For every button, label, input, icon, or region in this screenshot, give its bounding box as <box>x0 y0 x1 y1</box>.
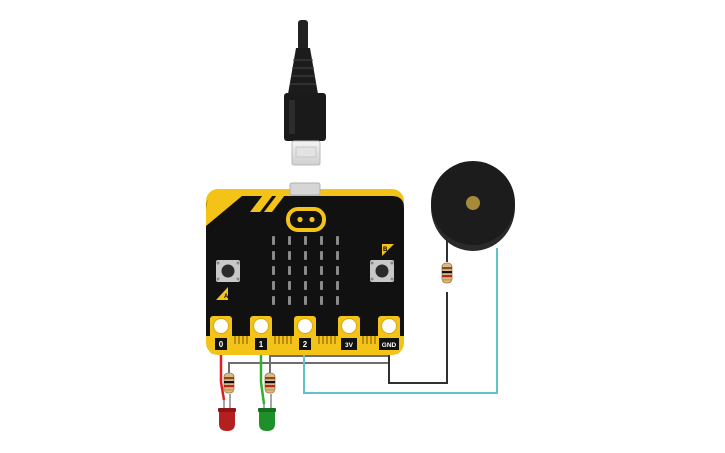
edge-connector-strip <box>278 336 280 344</box>
led-matrix-led <box>320 281 323 290</box>
green-wire <box>259 344 266 405</box>
edge-connector-strip <box>330 336 332 344</box>
pin-1[interactable]: 1 <box>250 316 272 354</box>
edge-connector-strip <box>234 336 236 344</box>
pin-0[interactable]: 0 <box>210 316 232 354</box>
led-matrix-led <box>288 266 291 275</box>
led-matrix-led <box>336 296 339 305</box>
led-matrix-led <box>288 236 291 245</box>
button-a[interactable]: A <box>216 260 240 300</box>
pin-label: 3V <box>345 342 354 349</box>
led-matrix-led <box>288 251 291 260</box>
led-matrix-led <box>336 266 339 275</box>
cyan-wire <box>303 248 498 394</box>
edge-connector-strip <box>326 336 328 344</box>
led-matrix-led <box>304 236 307 245</box>
led-matrix-led <box>320 266 323 275</box>
led-matrix-led <box>272 236 275 245</box>
led-matrix-led <box>288 296 291 305</box>
led-matrix-led <box>320 236 323 245</box>
led-matrix-led <box>272 296 275 305</box>
edge-connector-strip <box>318 336 320 344</box>
pin-label: 0 <box>219 340 224 349</box>
edge-connector-strip <box>322 336 324 344</box>
black-wire <box>388 292 448 384</box>
red-wire <box>219 344 226 401</box>
edge-connector-strip <box>242 336 244 344</box>
edge-connector-strip <box>334 336 336 344</box>
edge-connector-strip <box>238 336 240 344</box>
led-matrix-led <box>304 281 307 290</box>
led-matrix-led <box>304 266 307 275</box>
microbit-board[interactable]: A B 0 1 2 3V GND <box>206 182 404 355</box>
led-matrix-led <box>272 266 275 275</box>
button-b[interactable]: B <box>370 244 394 282</box>
edge-connector-strip <box>370 336 372 344</box>
edge-connector-strip <box>290 336 292 344</box>
pin-label: 2 <box>303 340 308 349</box>
piezo-buzzer[interactable] <box>431 161 515 251</box>
usb-cable[interactable] <box>284 20 326 166</box>
edge-connector-strip <box>282 336 284 344</box>
led-matrix-led <box>304 251 307 260</box>
led-matrix-led <box>304 296 307 305</box>
led-matrix-led <box>272 251 275 260</box>
edge-connector-strip <box>374 336 376 344</box>
pin-2[interactable]: 2 <box>294 316 316 354</box>
pin-label: 1 <box>259 340 264 349</box>
edge-connector-strip <box>274 336 276 344</box>
pin-3v[interactable]: 3V <box>338 316 360 354</box>
pin-gnd[interactable]: GND <box>378 316 400 354</box>
edge-connector-strip <box>366 336 368 344</box>
edge-connector-strip <box>246 336 248 344</box>
led-matrix-led <box>288 281 291 290</box>
led-matrix-led <box>336 236 339 245</box>
pin-label: GND <box>382 342 397 349</box>
led-matrix-led <box>336 251 339 260</box>
led-matrix-led <box>336 281 339 290</box>
red-led-resistor[interactable] <box>223 372 235 394</box>
red-led[interactable] <box>218 394 236 431</box>
green-led-resistor[interactable] <box>264 372 276 394</box>
pins: 0 1 2 3V GND <box>210 316 400 354</box>
button-b-label: B <box>383 247 388 253</box>
led-matrix-led <box>320 251 323 260</box>
led-matrix-led <box>272 281 275 290</box>
button-a-label: A <box>224 294 229 300</box>
led-matrix <box>272 236 339 305</box>
buzzer-resistor[interactable] <box>441 262 453 284</box>
edge-connector-strip <box>286 336 288 344</box>
led-matrix-led <box>320 296 323 305</box>
edge-connector-strip <box>362 336 364 344</box>
green-led[interactable] <box>258 394 276 431</box>
